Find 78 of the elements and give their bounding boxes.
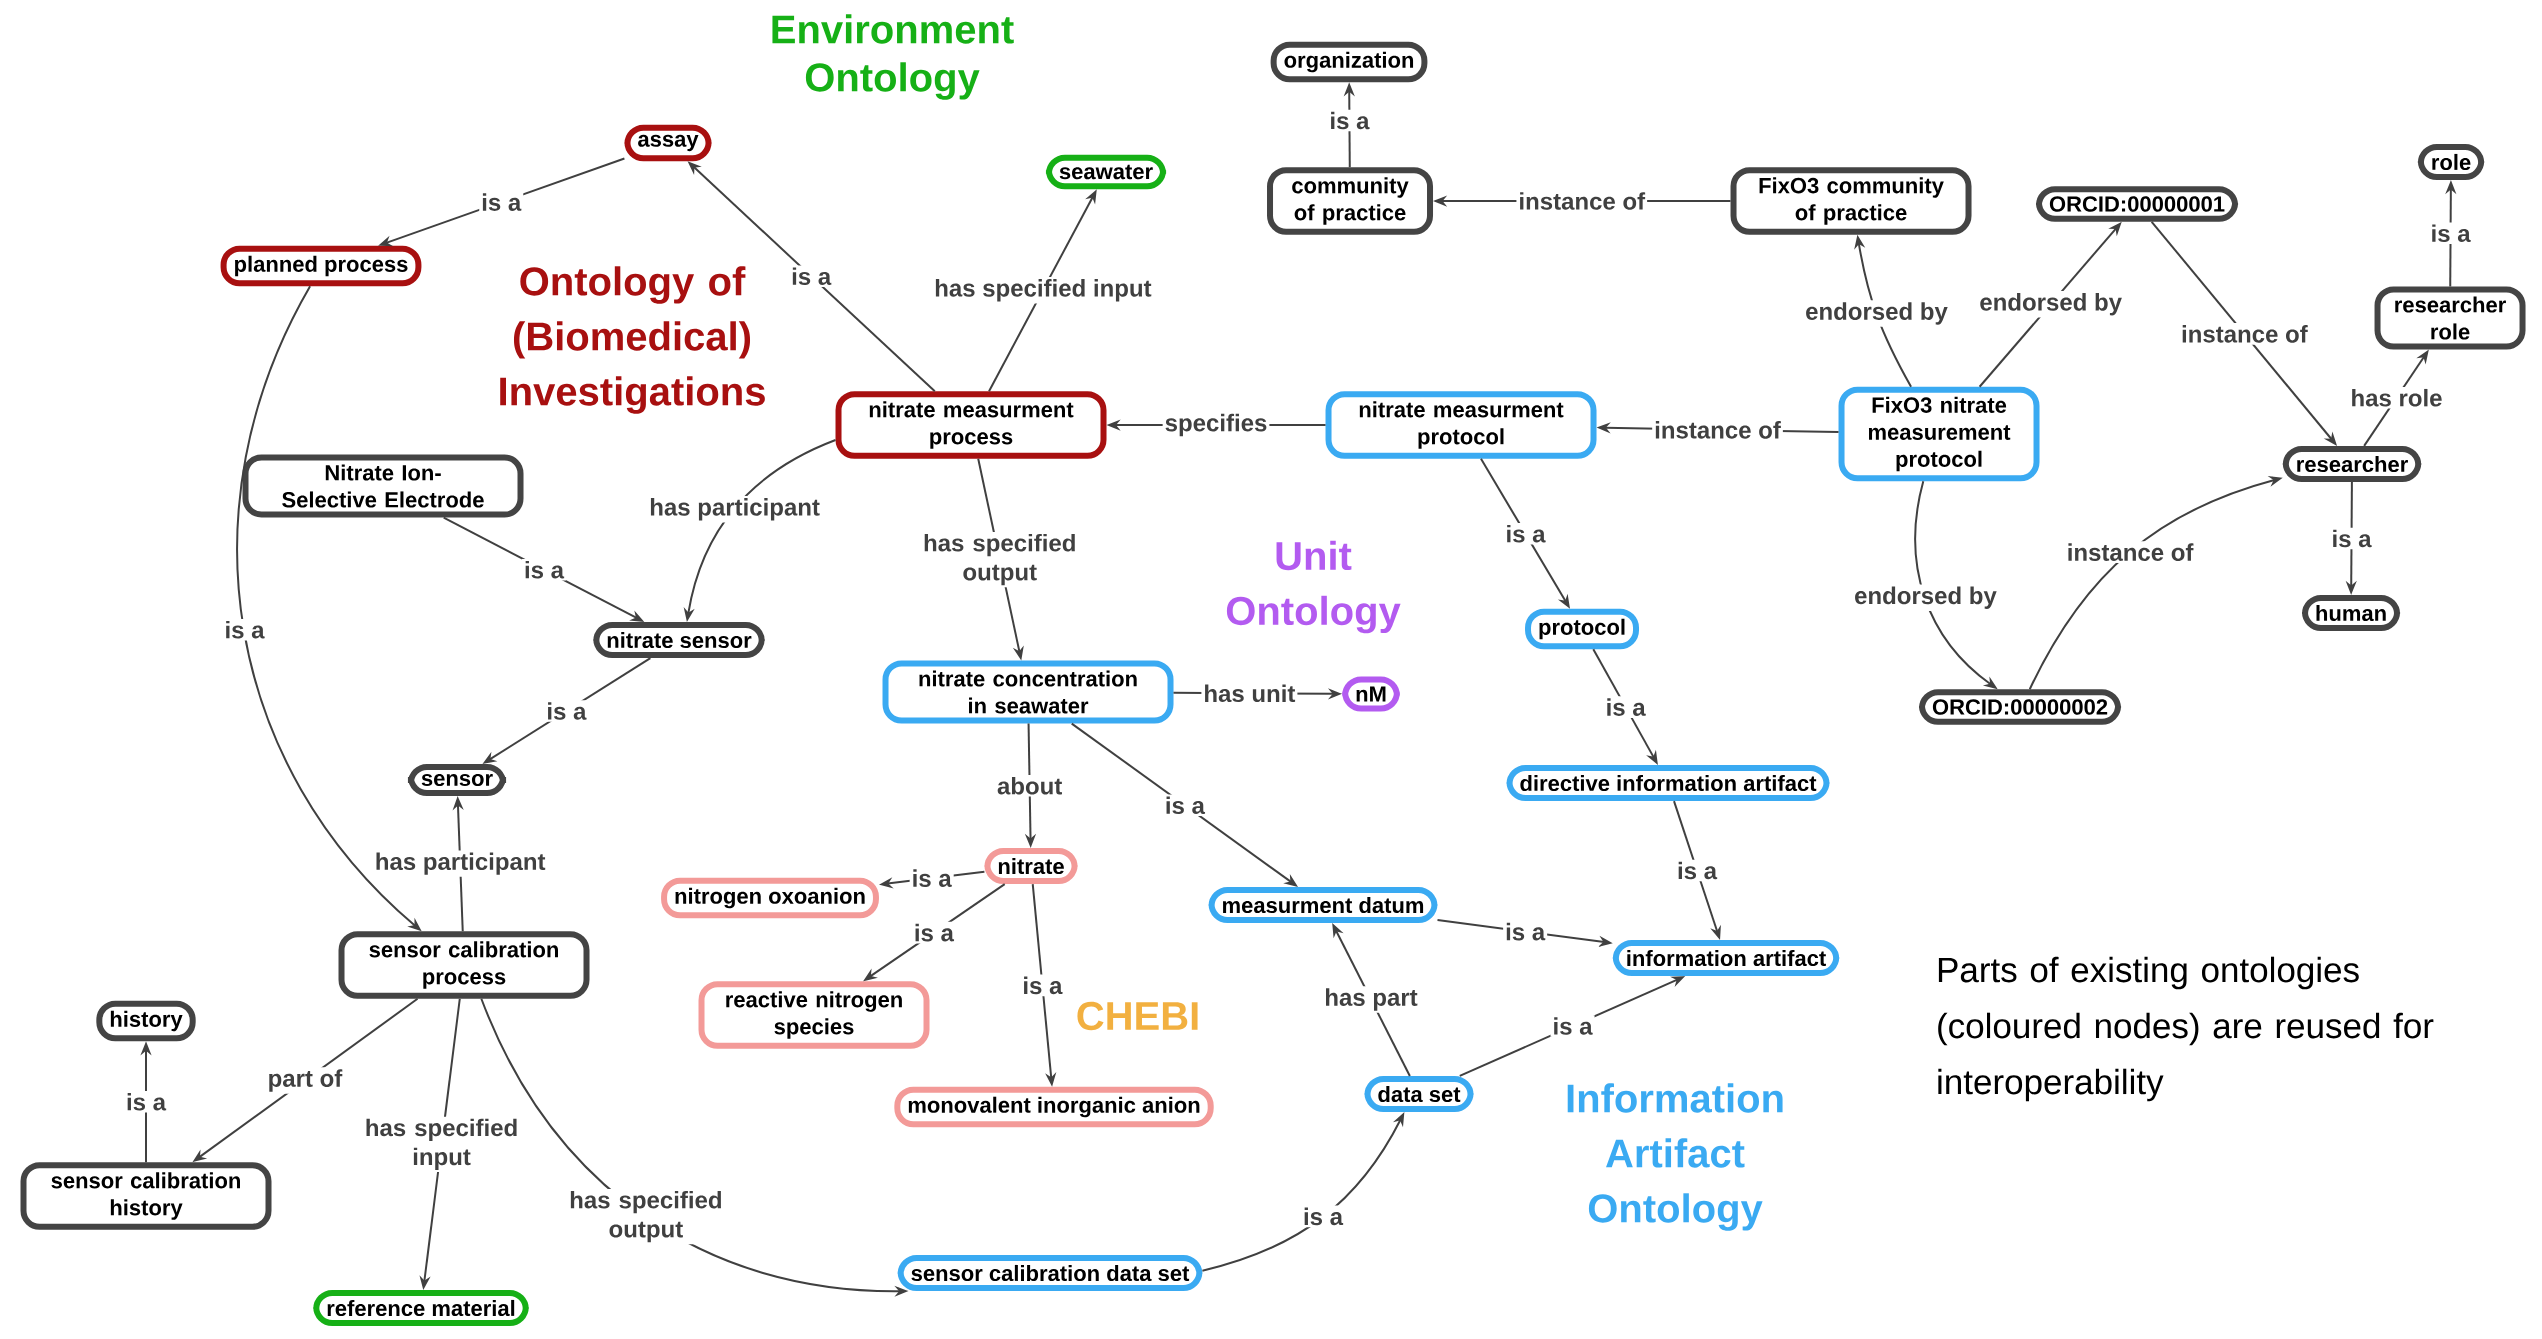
concept-box: nitrate measurment process [835, 391, 1107, 459]
edge-label: is a [1507, 524, 1546, 543]
concept-box: researcher [2282, 445, 2422, 483]
edge-label: is a [1506, 922, 1546, 941]
concept-box: FixO3 nitrate measurement protocol [1838, 386, 2040, 482]
concept-box: organization [1270, 41, 1428, 83]
edge-label: is a [1024, 976, 1063, 995]
concept-box: nM [1342, 676, 1400, 712]
edge-label: has participant [650, 498, 820, 521]
edge-label: is a [525, 560, 565, 579]
edge-label: endorsed by [1855, 586, 1997, 609]
concept-box: nitrate concentration in seawater [882, 660, 1174, 724]
concept-box: sensor calibration process [338, 931, 590, 999]
concept-box: reactive nitrogen species [698, 981, 930, 1049]
edge-label: about [997, 776, 1062, 795]
concept-box: assay [624, 124, 712, 162]
concept-box: ORCID:00000001 [2036, 186, 2239, 222]
edge-label: is a [1166, 796, 1206, 815]
concept-box: FixO3 community of practice [1730, 167, 1972, 235]
concept-box: nitrogen oxoanion [661, 877, 879, 919]
concept-box: measurment datum [1208, 886, 1438, 924]
concept-box: community of practice [1267, 167, 1433, 235]
concept-box: reference material [313, 1289, 529, 1327]
concept-box: protocol [1525, 608, 1639, 650]
edge-label: has role [2352, 388, 2442, 407]
edge-label: specifies [1165, 413, 1267, 437]
concept-box: sensor calibration history [20, 1162, 272, 1230]
concept-box: data set [1364, 1075, 1474, 1113]
edge-label: instance of [2068, 543, 2194, 561]
edge-label: has specified input [935, 279, 1152, 302]
edge-label: is a [1304, 1207, 1344, 1226]
edge-label: has specified output [924, 533, 1075, 586]
concept-box: sensor [407, 764, 507, 797]
edge-label: is a [2432, 224, 2471, 243]
concept-box: ORCID:00000002 [1919, 689, 2122, 725]
edge-label: has unit [1205, 684, 1296, 703]
edge-label: part of [269, 1069, 343, 1092]
edge-label: is a [548, 702, 587, 720]
edge-label: is a [1678, 861, 1718, 880]
edge-label: is a [482, 193, 522, 211]
ontology-name: Information Artifact Ontology [1567, 1083, 1783, 1231]
edge-label: has participant [376, 852, 546, 875]
edge-label: endorsed by [1806, 302, 1948, 325]
concept-box: researcher role [2374, 286, 2526, 350]
edge-label: is a [1554, 1017, 1593, 1035]
edge-label: is a [2333, 529, 2372, 548]
concept-box: seawater [1045, 154, 1167, 190]
concept-box: role [2417, 143, 2485, 181]
note-text: Parts of existing ontologies (coloured nodes) are reused for interoperability [1938, 956, 2434, 1102]
ontology-name: CHEBI [1077, 1001, 1198, 1031]
concept-box: human [2301, 594, 2401, 632]
edge-label: is a [1331, 111, 1370, 130]
edge-label: instance of [1655, 421, 1781, 439]
edge-label: endorsed by [1980, 293, 2122, 316]
concept-box: nitrate measurment protocol [1325, 391, 1597, 459]
edge-label: has specified input [366, 1118, 517, 1171]
concept-box: sensor calibration data set [897, 1254, 1203, 1292]
edge-label: is a [1607, 698, 1646, 716]
ontology-name: Environment Ontology [772, 14, 1014, 100]
concept-box: history [96, 1000, 196, 1042]
concept-box: nitrate sensor [593, 621, 765, 659]
edge-label: is a [127, 1092, 167, 1111]
concept-box: information artifact [1612, 939, 1840, 977]
edge-label: has part [1326, 988, 1418, 1011]
edge-label: is a [226, 620, 265, 639]
concept-box: monovalent inorganic anion [894, 1086, 1214, 1128]
concept-box: Nitrate Ion-Selective Electrode [242, 454, 524, 518]
edge-label: instance of [1520, 192, 1646, 210]
concept-box: directive information artifact [1506, 764, 1830, 802]
ontology-name: Unit Ontology [1226, 540, 1401, 634]
edge-label: has specified output [570, 1190, 721, 1243]
edge-label: is a [913, 869, 952, 887]
edge-label: is a [915, 923, 955, 942]
edge-label: instance of [2182, 325, 2308, 343]
concept-box: planned process [220, 245, 422, 287]
edge-label: is a [792, 267, 832, 286]
concept-box: nitrate [984, 847, 1078, 885]
ontology-name: Ontology of (Biomedical) Investigations [500, 266, 765, 414]
